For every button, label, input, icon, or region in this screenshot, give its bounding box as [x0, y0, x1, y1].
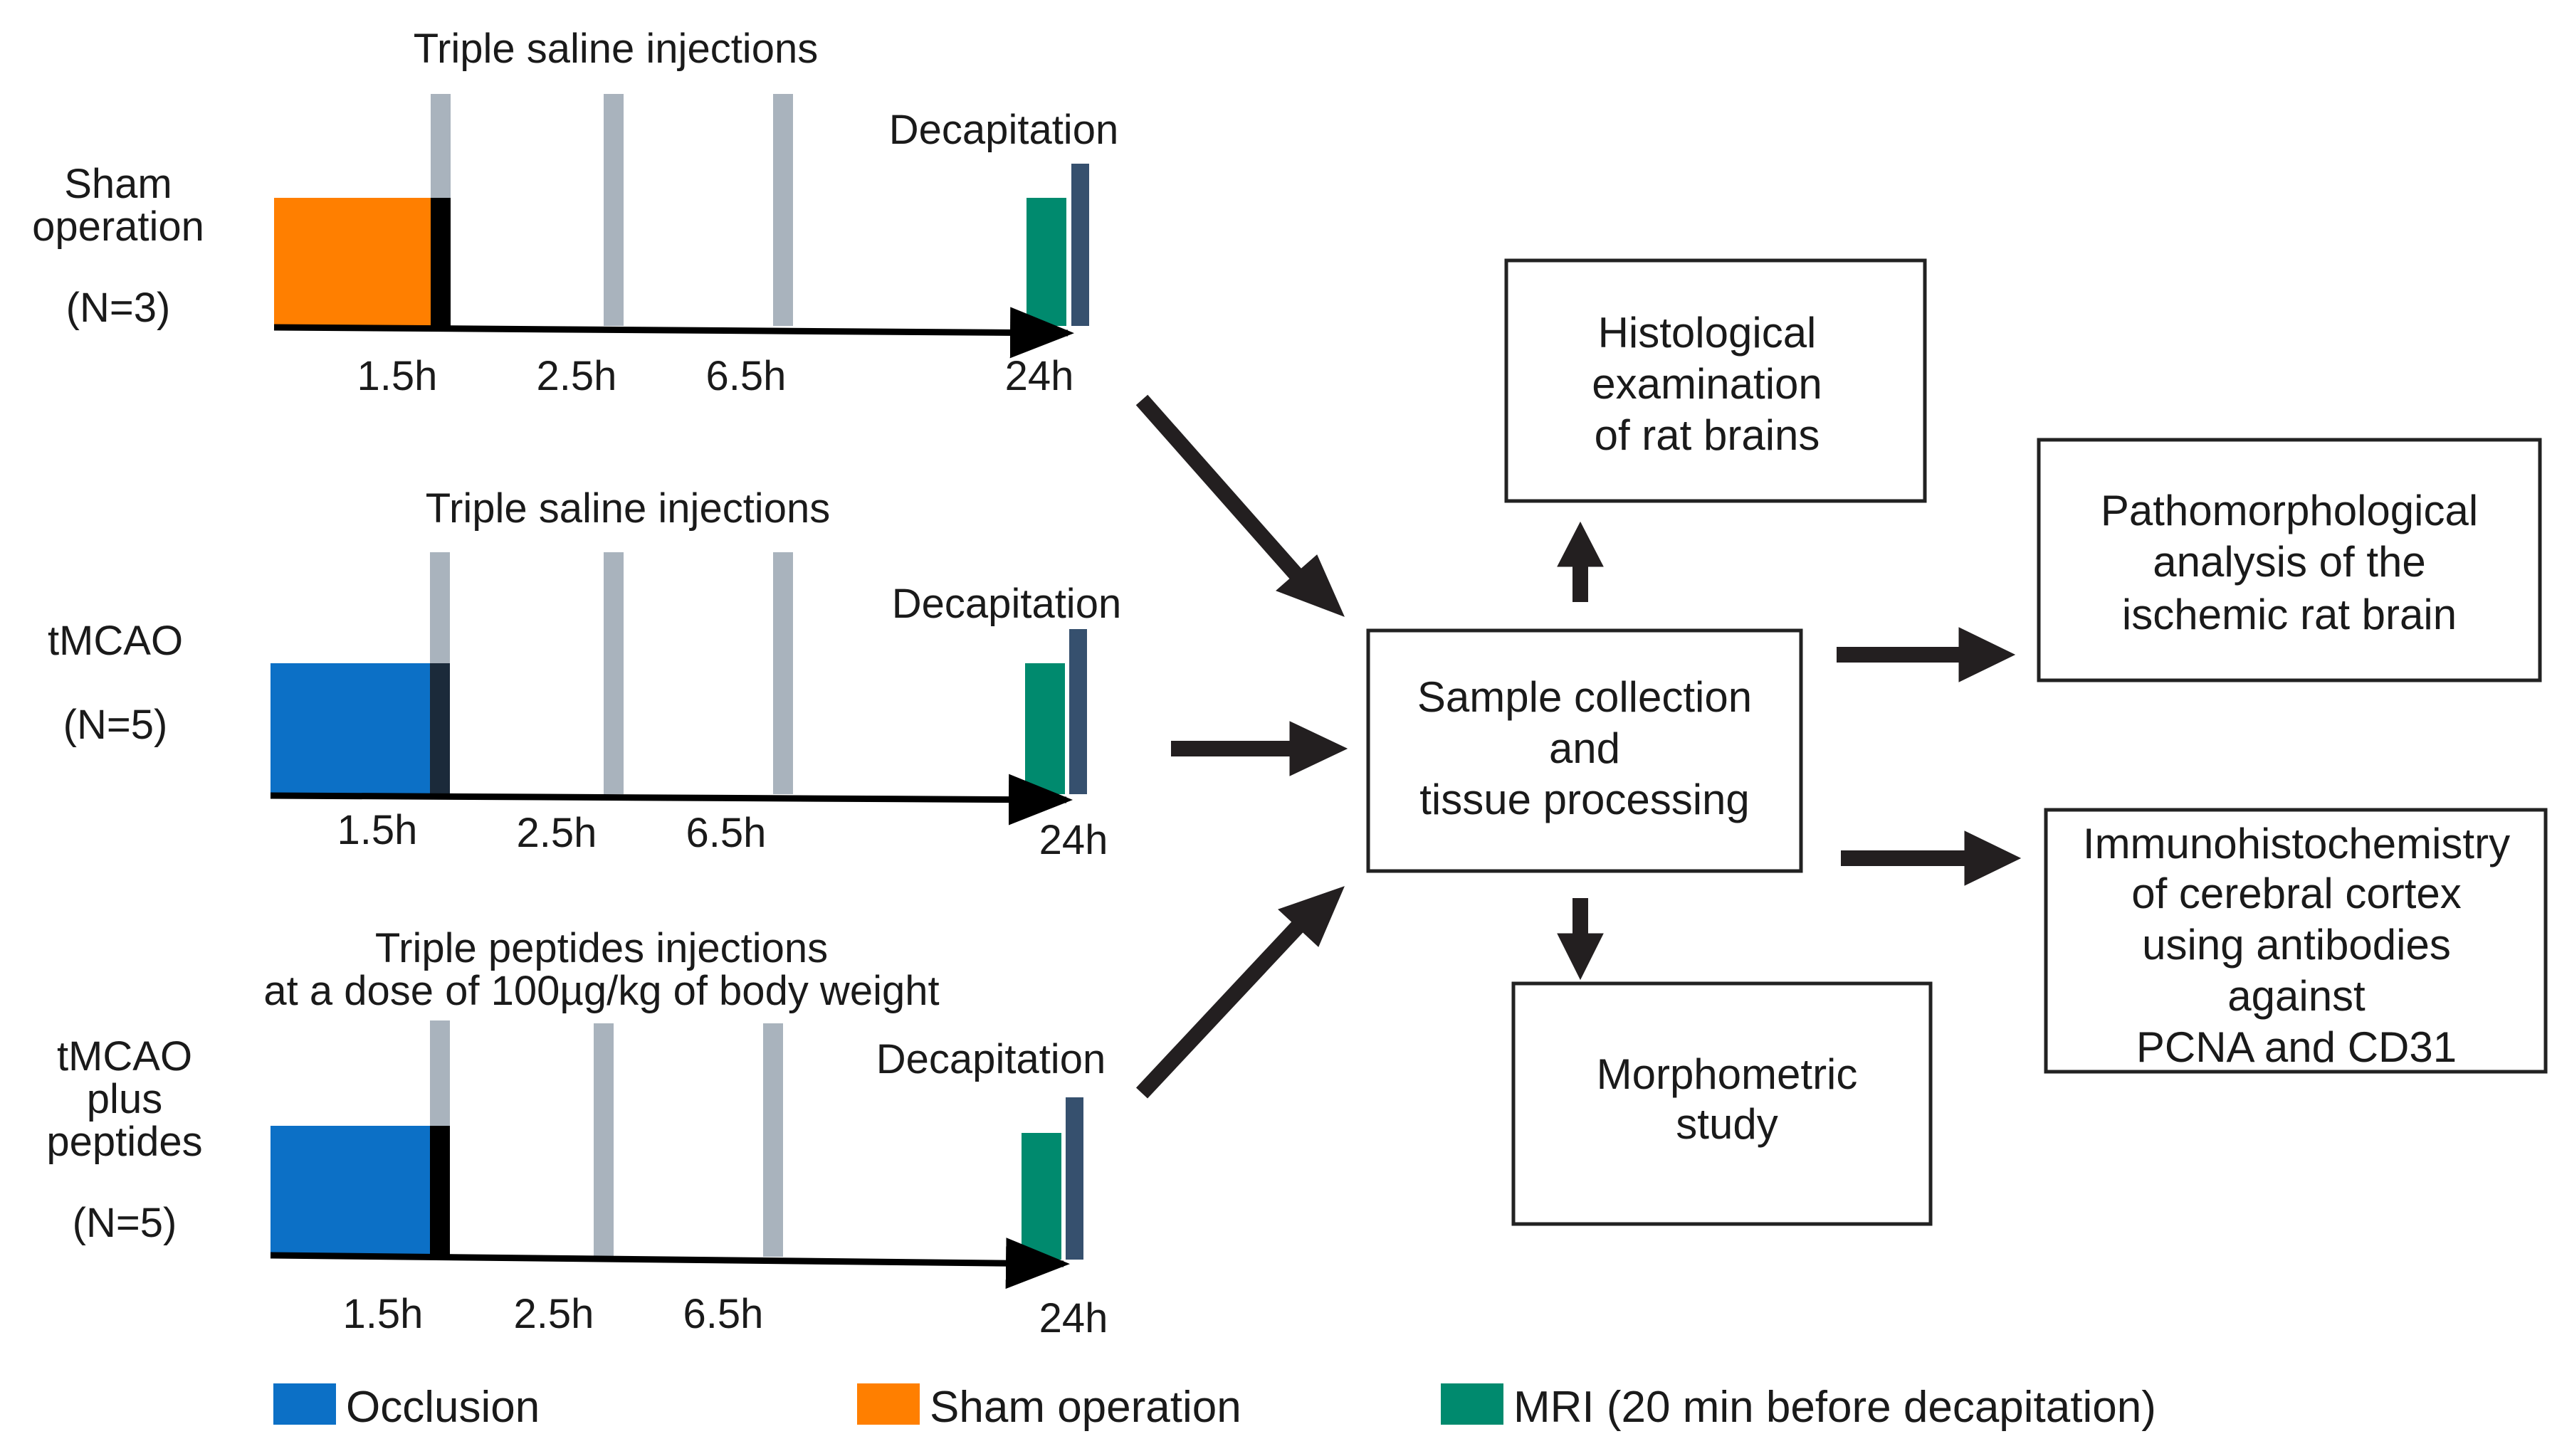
arrow-head [1278, 886, 1345, 947]
procedure-end-marker [431, 198, 451, 326]
injection-bar [594, 1023, 614, 1257]
box-frame [1511, 981, 1933, 1226]
box-text-line: of cerebral cortex [2131, 870, 2462, 917]
group-name-line: tMCAO [48, 618, 183, 664]
box-text-line: Immunohistochemistry [2083, 820, 2510, 867]
box-text-line: against [2227, 972, 2366, 1020]
injection-title: Triple peptides injections [375, 925, 828, 971]
legend-swatch-occlusion [273, 1383, 336, 1425]
box-text-line: study [1676, 1100, 1778, 1148]
time-label: 1.5h [337, 807, 418, 853]
arrow-head [1557, 521, 1604, 567]
decapitation-label: Decapitation [892, 581, 1121, 627]
box-frame [1504, 258, 1927, 503]
injection-title: at a dose of 100µg/kg of body weight [263, 968, 939, 1014]
arrow-head [1289, 721, 1348, 776]
injection-title: Triple saline injections [414, 26, 818, 72]
box-text-line: tissue processing [1419, 776, 1750, 823]
box-histological-examination: Histological examination of rat brains [1504, 258, 1927, 503]
group-name-line: plus [87, 1076, 162, 1122]
time-label: 2.5h [517, 810, 597, 856]
flow-arrows [1135, 394, 2022, 1099]
injection-bar [430, 552, 450, 665]
mri-block [1027, 198, 1066, 326]
box-frame [1366, 628, 1803, 873]
time-label: 24h [1039, 817, 1108, 863]
group-name-line: Sham [64, 161, 172, 207]
legend-label: MRI (20 min before decapitation) [1513, 1383, 2156, 1432]
injection-bar [773, 552, 793, 794]
box-text-line: analysis of the [2153, 538, 2426, 586]
decapitation-label: Decapitation [889, 107, 1118, 153]
box-text-line: Sample collection [1417, 673, 1752, 721]
legend-label: Occlusion [346, 1383, 540, 1432]
decapitation-bar [1071, 164, 1089, 326]
injection-bar [604, 552, 624, 794]
group-name-line: operation [32, 204, 204, 250]
box-text-line: using antibodies [2142, 921, 2451, 969]
group-name-line: peptides [46, 1119, 202, 1165]
time-axis [270, 774, 1073, 825]
injection-bar [763, 1023, 783, 1257]
decapitation-bar [1069, 629, 1087, 794]
time-axis [273, 307, 1074, 359]
box-morphometric-study: Morphometric study [1511, 981, 1933, 1226]
timeline-group-tmcao-peptides: Triple peptides injections at a dose of … [46, 925, 1108, 1341]
legend: Occlusion Sham operation MRI (20 min bef… [273, 1383, 2156, 1432]
box-text-line: PCNA and CD31 [2136, 1023, 2457, 1071]
legend-swatch-sham [857, 1383, 920, 1425]
procedure-end-marker [430, 663, 450, 794]
decapitation-bar [1066, 1097, 1083, 1260]
box-text-line: and [1549, 724, 1620, 772]
box-text-line: examination [1592, 360, 1822, 408]
time-axis [270, 1238, 1070, 1289]
time-label: 1.5h [357, 353, 438, 399]
arrow-head [1958, 627, 2016, 682]
group-name-line: tMCAO [57, 1033, 192, 1080]
time-label: 2.5h [514, 1291, 594, 1337]
injection-bar [773, 94, 793, 326]
legend-swatch-mri [1441, 1383, 1503, 1425]
occlusion-block [271, 1126, 431, 1257]
box-frame [2037, 438, 2542, 682]
time-label: 24h [1039, 1295, 1108, 1341]
time-label: 24h [1005, 353, 1074, 399]
arrow-head [1964, 830, 2022, 886]
box-text-line: Pathomorphological [2101, 487, 2478, 534]
injection-bar [431, 94, 451, 199]
time-label: 6.5h [706, 353, 787, 399]
legend-label: Sham operation [930, 1383, 1241, 1432]
procedure-end-marker [430, 1126, 450, 1257]
box-sample-collection: Sample collection and tissue processing [1366, 628, 1803, 873]
arrow-shaft [1135, 394, 1306, 584]
time-label: 6.5h [683, 1291, 764, 1337]
box-text-line: ischemic rat brain [2122, 591, 2457, 638]
occlusion-block [271, 663, 431, 794]
decapitation-label: Decapitation [876, 1036, 1106, 1082]
box-immunohistochemistry: Immunohistochemistry of cerebral cortex … [2044, 808, 2548, 1074]
group-n-count: (N=5) [73, 1200, 177, 1246]
group-n-count: (N=5) [63, 702, 168, 748]
box-text-line: Morphometric [1597, 1050, 1858, 1098]
time-label: 1.5h [343, 1291, 424, 1337]
injection-title: Triple saline injections [426, 485, 830, 532]
sham-operation-block [274, 198, 432, 326]
timeline-group-tmcao: Triple saline injections tMCAO (N=5) Dec… [48, 485, 1121, 863]
injection-bar [430, 1020, 450, 1127]
timeline-group-sham: Triple saline injections Sham operation … [32, 26, 1118, 399]
arrow-head [1557, 933, 1604, 981]
mri-block [1022, 1133, 1061, 1260]
arrow-head [1276, 554, 1345, 617]
box-text-line: Histological [1598, 309, 1817, 357]
group-n-count: (N=3) [66, 285, 171, 331]
box-text-line: of rat brains [1595, 411, 1820, 459]
box-frame [2044, 808, 2548, 1074]
injection-bar [604, 94, 624, 326]
time-label: 2.5h [537, 353, 617, 399]
arrow-shaft [1135, 919, 1306, 1099]
mri-block [1025, 663, 1065, 794]
box-pathomorphological-analysis: Pathomorphological analysis of the ische… [2037, 438, 2542, 682]
time-label: 6.5h [686, 810, 767, 856]
